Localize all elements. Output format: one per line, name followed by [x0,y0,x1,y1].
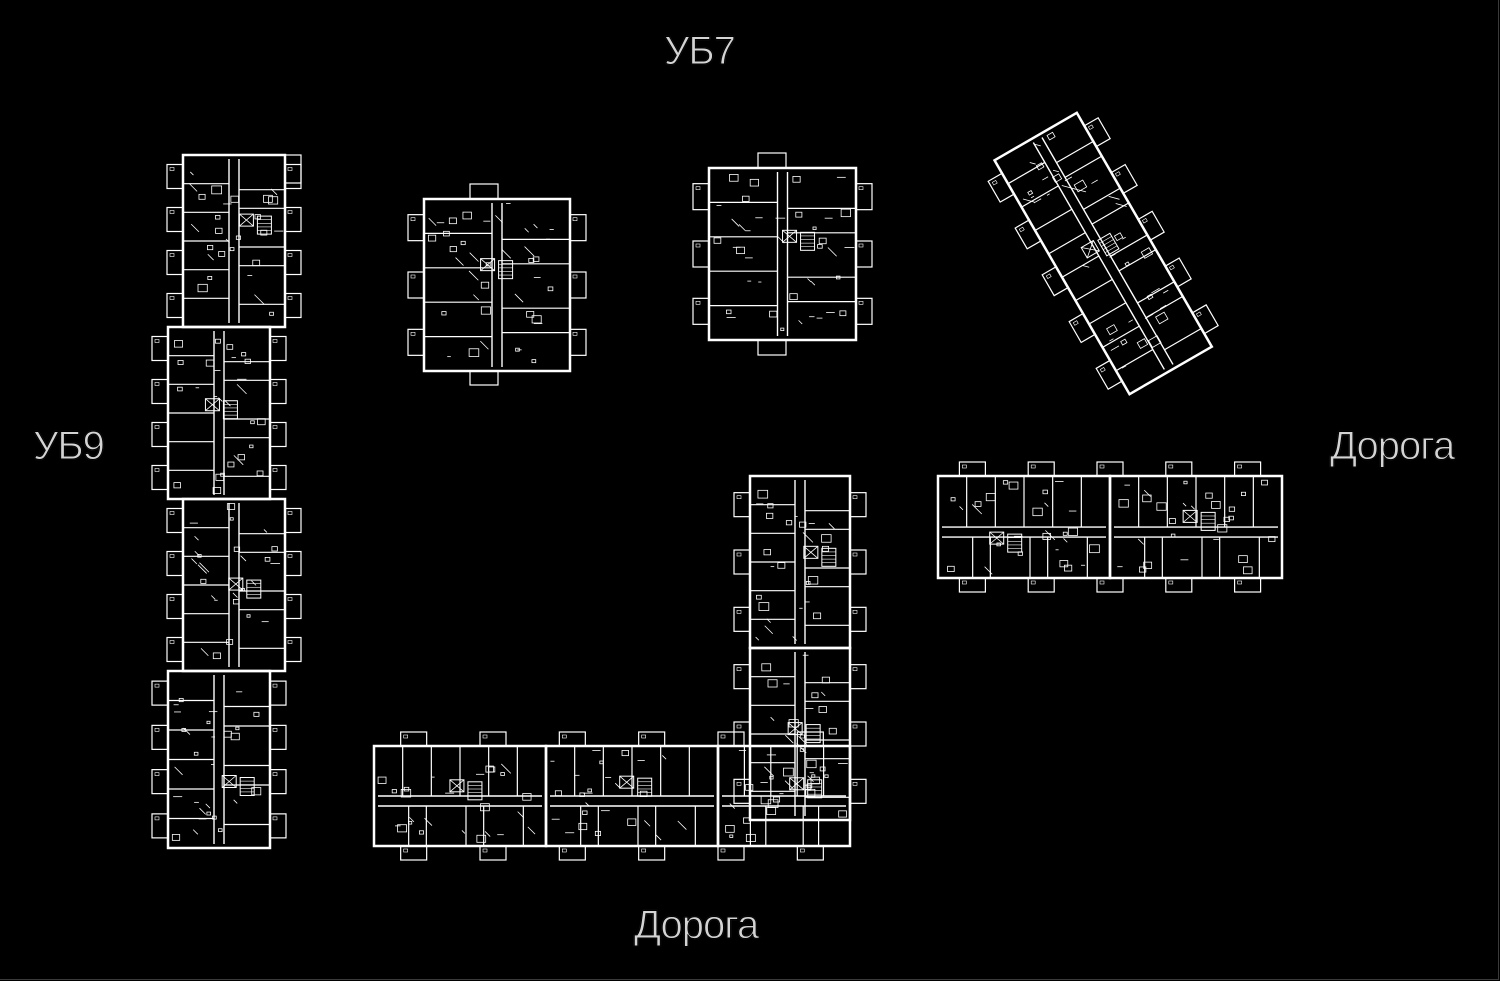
building-west [151,153,302,850]
label-ub9: УБ9 [33,424,106,468]
building-north-2 [692,152,873,356]
building-east [936,461,1284,593]
label-ub7: УБ7 [664,29,737,73]
label-road-south: Дорога [633,903,759,947]
building-northeast-rotated [987,111,1219,396]
building-north-1 [407,183,587,386]
label-road-east: Дорога [1329,424,1455,468]
building-south-l [372,474,867,861]
